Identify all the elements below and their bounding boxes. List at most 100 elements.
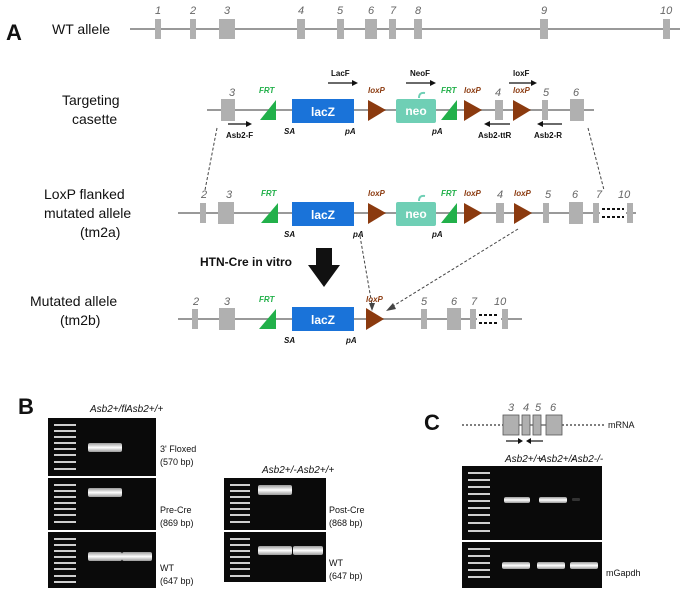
ladder-band [230,568,250,570]
floxed-label-3: (tm2a) [80,224,120,240]
lane-label: Asb2-/- [570,454,604,465]
exon-num: 6 [572,189,579,201]
exon-4 [521,414,531,436]
wt-exon-3 [219,19,235,39]
wt-exon-2 [190,19,196,39]
primer-lacf: LacF [331,69,350,78]
arrowhead-icon [537,121,543,127]
loxp-triangle [464,203,482,224]
lane-label: Asb2+/+ [296,465,334,476]
gel-band [293,546,323,555]
exon-num: 2 [200,189,207,201]
gel-3: Asb2+/+ Asb2+/- Asb2-/- [462,454,604,588]
pa-label: pA [344,127,356,136]
arrowhead-icon [386,303,396,311]
homology-guide-line [204,127,218,191]
panel-b-label: B [18,394,34,419]
pa-label: pA [345,336,357,345]
pa-label: pA [431,230,443,239]
ladder-band [468,493,490,495]
ladder-band [54,490,76,492]
loxp-label: loxP [464,189,482,198]
promoter-arrow-icon [418,91,426,99]
exon-num: 5 [535,402,542,414]
homology-guide-line [587,127,605,191]
ladder-band [54,468,76,470]
loxp-triangle [513,100,531,121]
exon-num: 10 [618,189,631,201]
gel-band [258,485,292,495]
loxp-triangle [514,203,532,224]
primer-neof: NeoF [410,69,430,78]
arrowhead-icon [430,80,436,86]
gel-band [502,562,530,569]
targeting-cassette: 3 FRT lacZ SA pA loxP neo pA FRT loxP 4 … [207,86,594,136]
ladder-band [230,521,250,523]
mrna-schematic: 3 4 5 6 mRNA [462,402,635,444]
ladder-band [54,556,76,558]
wt-exon-9 [540,19,548,39]
loxp-triangle [366,308,384,330]
ladder-band [230,562,250,564]
panel-a-label: A [6,20,22,45]
exon-3 [218,202,234,224]
ladder-band [468,507,490,509]
exon-num: 6 [451,296,458,308]
wt-exon-num: 9 [541,5,547,17]
lacz-box [292,99,354,123]
gel-band [122,552,152,561]
lane-label: Asb2+/- [539,454,575,465]
ladder-band [468,555,490,557]
wt-exon-5 [337,19,344,39]
wt-exon-num: 7 [390,5,397,17]
exon-num: 3 [224,296,231,308]
frt-label: FRT [261,189,278,198]
gel-band [88,443,122,452]
lane-label: Asb2+/+ [504,454,542,465]
exon-4 [496,203,504,223]
exon-num: 4 [523,402,529,414]
neo-box [396,202,436,226]
pa-label: pA [352,230,364,239]
exon-num: 4 [495,87,501,99]
exon-7 [470,309,476,329]
exon-num: 6 [550,402,557,414]
exon-5 [532,414,542,436]
wt-exon-8 [414,19,422,39]
frt-label: FRT [441,189,458,198]
ladder-band [230,508,250,510]
frt-label: FRT [441,86,458,95]
ladder-band [468,472,490,474]
exon-6 [570,99,584,121]
wt-exon-7 [389,19,396,39]
wt-exon-1 [155,19,161,39]
frt-triangle [260,100,276,120]
exon-num: 7 [471,296,478,308]
ladder-band [468,530,490,532]
gel-1: Asb2+/fl Asb2+/+ [48,404,163,588]
ladder-band [468,548,490,550]
ladder-band [54,550,76,552]
band-size: (869 bp) [160,518,194,528]
floxed-label-1: LoxP flanked [44,186,125,202]
arrowhead-icon [369,303,375,311]
band-name: 3' Floxed [160,444,196,454]
ladder-band [468,522,490,524]
down-arrow-icon [308,248,340,287]
wt-exon-num: 8 [415,5,422,17]
primers: LacF NeoF loxF Asb2-F Asb2-ttR Asb2-R [226,69,562,140]
exon-10 [502,309,508,329]
exon-4 [495,100,503,120]
ladder-band [54,514,76,516]
ladder [230,484,250,577]
wt-exon-4 [297,19,305,39]
exon-3 [221,99,235,121]
gel-3-section-1 [462,466,602,540]
ladder-band [468,486,490,488]
ladder-band [54,484,76,486]
primer-loxf: loxF [513,69,530,78]
ladder-band [54,461,76,463]
ladder-band [54,496,76,498]
loxp-label: loxP [514,189,532,198]
